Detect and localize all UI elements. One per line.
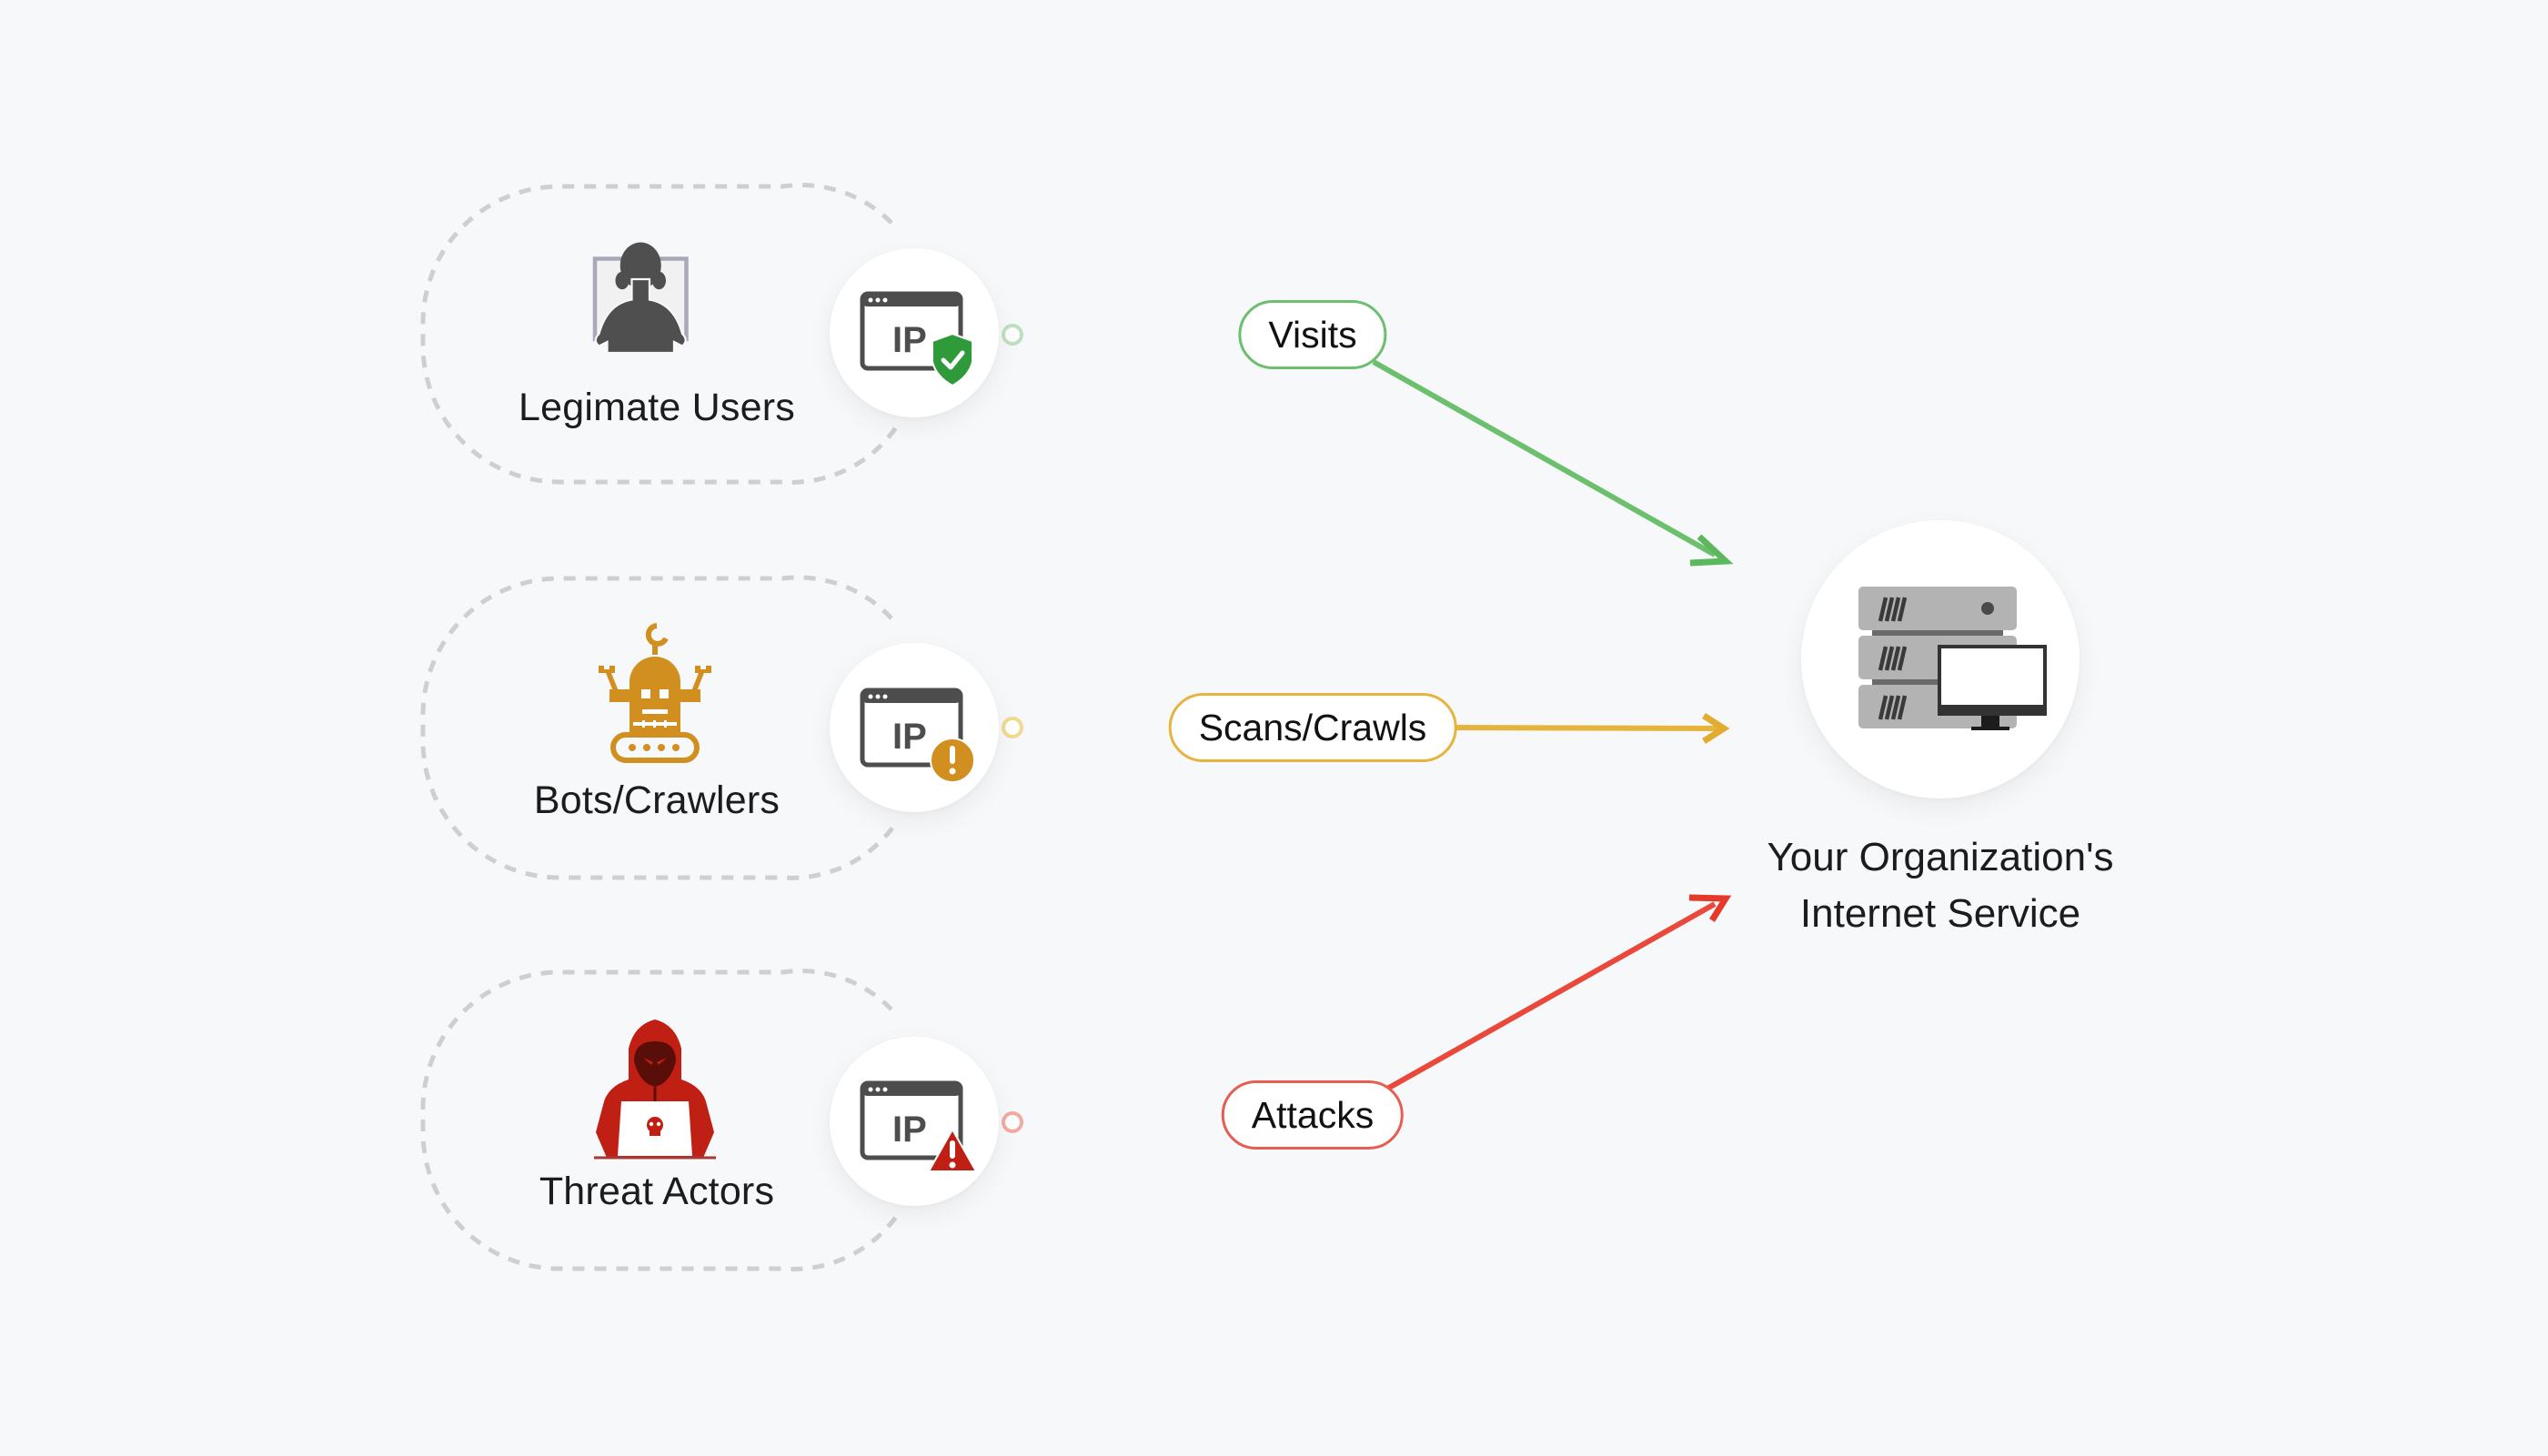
ip-text: IP — [892, 320, 927, 360]
edge-scans — [1002, 713, 1730, 744]
source-container-legitimate — [420, 183, 899, 485]
arrowhead-scans — [1702, 713, 1730, 744]
edge-label-scans: Scans/Crawls — [1168, 693, 1457, 762]
ip-text: IP — [892, 1110, 927, 1150]
target-label-line2: Internet Service — [1799, 891, 2081, 936]
edge-attacks — [1002, 894, 1732, 1133]
server-with-monitor-icon — [1858, 587, 2054, 737]
source-container-threats — [420, 969, 899, 1271]
exclamation-circle-icon — [930, 738, 975, 783]
source-label-legitimate: Legimate Users — [519, 386, 795, 429]
connector-dot-visits — [1002, 324, 1023, 346]
robot-icon — [591, 618, 719, 764]
user-at-computer-icon — [587, 238, 723, 375]
shield-check-icon — [932, 332, 973, 387]
edge-label-attacks: Attacks — [1221, 1080, 1405, 1150]
ip-window-icon: IP — [860, 688, 978, 783]
warning-triangle-icon — [928, 1129, 977, 1172]
source-label-bots: Bots/Crawlers — [533, 778, 781, 822]
hooded-hacker-icon — [587, 1014, 723, 1160]
ip-text: IP — [892, 717, 927, 757]
source-label-threats: Threat Actors — [539, 1170, 775, 1213]
target-label-line1: Your Organization's — [1767, 835, 2114, 879]
connector-dot-scans — [1002, 717, 1023, 738]
connector-dot-attacks — [1002, 1111, 1023, 1133]
arrowhead-attacks — [1688, 894, 1732, 922]
source-container-bots — [420, 575, 899, 880]
edge-visits — [1002, 324, 1734, 567]
target-label: Your Organization's Internet Service — [1767, 829, 2113, 942]
ip-window-icon: IP — [860, 291, 978, 387]
edge-label-visits: Visits — [1238, 300, 1387, 369]
arrowhead-visits — [1689, 534, 1734, 567]
ip-window-icon: IP — [860, 1080, 978, 1176]
